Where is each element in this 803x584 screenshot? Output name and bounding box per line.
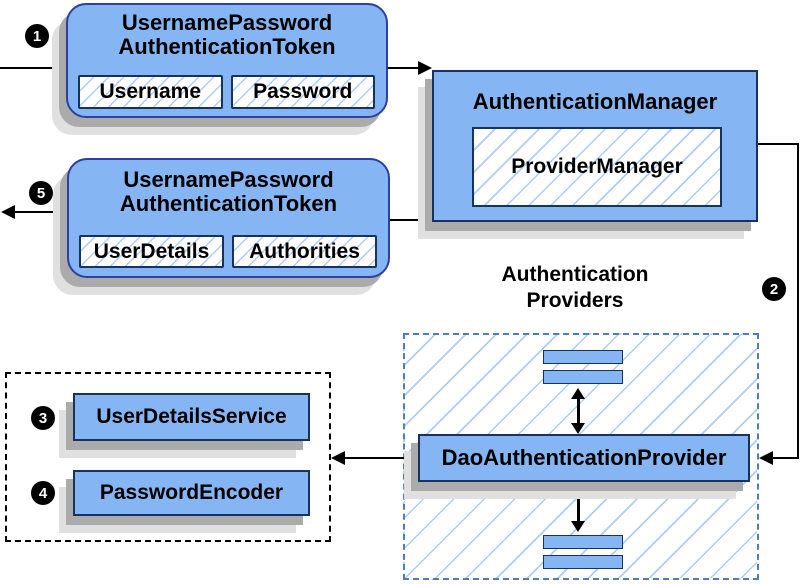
connector-step2-top	[758, 143, 799, 145]
token-request-title-line2: AuthenticationToken	[118, 34, 336, 59]
password-field-label: Password	[253, 80, 353, 103]
connector-result-out	[12, 211, 67, 213]
provider-placeholder-bar-top-2	[543, 370, 623, 384]
password-encoder-box: PasswordEncoder	[73, 470, 310, 516]
authorities-field-label: Authorities	[249, 239, 360, 263]
token-request-title: UsernamePassword AuthenticationToken	[68, 5, 386, 59]
step-1-number: 1	[32, 27, 42, 45]
step-2-badge: 2	[762, 277, 786, 301]
connector-step2-vertical	[797, 143, 799, 459]
authentication-providers-label: Authentication Providers	[430, 262, 720, 314]
connector-manager-to-result	[390, 219, 432, 221]
arrowhead-into-beans-icon	[331, 451, 345, 465]
user-details-service-box: UserDetailsService	[73, 393, 310, 441]
step-5-badge: 5	[29, 181, 53, 205]
password-encoder-label: PasswordEncoder	[99, 481, 284, 504]
arrowhead-out-left-icon	[1, 205, 15, 219]
user-details-field-label: UserDetails	[93, 239, 210, 263]
arrowhead-into-dao-icon	[759, 451, 773, 465]
token-result-title-line2: AuthenticationToken	[119, 191, 338, 216]
user-details-field-box: UserDetails	[79, 235, 224, 268]
bidirectional-arrow-top-down-icon	[571, 423, 585, 434]
token-request-title-line1: UsernamePassword	[121, 10, 333, 35]
bidirectional-arrow-top-line	[577, 396, 580, 426]
authentication-manager-title: AuthenticationManager	[472, 89, 718, 114]
dao-authentication-provider-box: DaoAuthenticationProvider	[418, 434, 750, 482]
token-result-title-line1: UsernamePassword	[123, 167, 334, 192]
beans-container	[5, 372, 331, 542]
authentication-providers-label-line2: Providers	[526, 289, 624, 312]
username-field-label: Username	[99, 80, 202, 103]
token-request-fields: Username Password	[78, 75, 375, 109]
step-4-badge: 4	[31, 481, 55, 505]
provider-manager-box: ProviderManager	[472, 127, 722, 207]
step-4-number: 4	[38, 484, 48, 502]
connector-dao-to-beans	[344, 457, 420, 459]
connector-request-in	[0, 67, 66, 69]
step-1-badge: 1	[25, 24, 49, 48]
username-password-token-request-box: UsernamePassword AuthenticationToken Use…	[66, 3, 388, 118]
authorities-field-box: Authorities	[232, 235, 377, 268]
token-result-fields: UserDetails Authorities	[79, 235, 377, 268]
step-5-number: 5	[36, 184, 46, 202]
step-2-number: 2	[769, 280, 779, 298]
token-result-title: UsernamePassword AuthenticationToken	[69, 160, 388, 216]
password-field-box: Password	[230, 75, 375, 109]
dao-authentication-provider-label: DaoAuthenticationProvider	[441, 445, 727, 470]
step-3-number: 3	[38, 409, 48, 427]
bidirectional-arrow-bottom-down-icon	[571, 521, 585, 532]
arrowhead-into-manager-icon	[418, 61, 432, 75]
authentication-providers-label-line1: Authentication	[501, 263, 649, 286]
connector-step2-bottom	[772, 457, 799, 459]
provider-placeholder-bar-top-1	[543, 350, 623, 364]
username-field-box: Username	[78, 75, 223, 109]
bidirectional-arrow-bottom-up-icon	[571, 486, 585, 497]
user-details-service-label: UserDetailsService	[96, 405, 287, 428]
bidirectional-arrow-top-up-icon	[571, 388, 585, 399]
username-password-token-result-box: UsernamePassword AuthenticationToken Use…	[67, 158, 390, 278]
provider-manager-label: ProviderManager	[511, 155, 683, 178]
authentication-manager-box: AuthenticationManager ProviderManager	[432, 70, 758, 222]
bidirectional-arrow-bottom-line	[577, 493, 580, 523]
provider-placeholder-bar-bottom-1	[543, 535, 623, 549]
step-3-badge: 3	[31, 406, 55, 430]
provider-placeholder-bar-bottom-2	[543, 555, 623, 569]
connector-request-to-manager	[388, 67, 420, 69]
